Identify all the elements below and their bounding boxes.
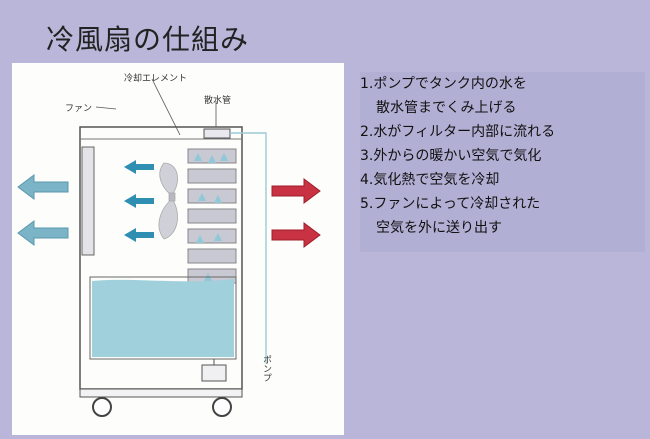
warm-air-arrows	[271, 178, 321, 248]
step-item: 3.外からの暖かい空気で気化	[360, 144, 645, 168]
step-text: 空気を外に送り出す	[376, 220, 502, 236]
step-item: 1.ポンプでタンク内の水を 散水管までくみ上げる	[360, 72, 645, 120]
pump-label: ポンプ	[261, 355, 271, 382]
step-item: 4.気化熱で空気を冷却	[360, 168, 645, 192]
caster-wheel-icon	[92, 397, 232, 417]
step-item: 5.ファンによって冷却された 空気を外に送り出す	[360, 192, 645, 240]
fan-label: ファン	[65, 104, 93, 114]
step-item: 2.水がフィルター内部に流れる	[360, 120, 645, 144]
step-text: 1.ポンプでタンク内の水を	[360, 76, 527, 92]
fan-blade-icon	[158, 162, 178, 240]
diagram-graphic	[17, 78, 321, 417]
page-title: 冷風扇の仕組み	[46, 23, 250, 56]
step-text: 5.ファンによって冷却された	[360, 196, 541, 212]
water-fill	[92, 279, 234, 357]
water-pipe	[203, 128, 231, 139]
cooling-element	[187, 148, 237, 284]
cooling-element-label: 冷却エレメント	[124, 74, 188, 84]
step-text: 4.気化熱で空気を冷却	[360, 172, 500, 188]
cold-air-arrows-inner	[124, 160, 154, 242]
water-drop-icon	[194, 153, 228, 281]
pump-box	[201, 364, 227, 382]
cabinet-base	[79, 388, 243, 398]
louver-panel	[81, 146, 95, 256]
steps-list: 1.ポンプでタンク内の水を 散水管までくみ上げる 2.水がフィルター内部に流れる…	[360, 72, 645, 252]
step-text: 散水管までくみ上げる	[376, 100, 517, 116]
air-cooler-diagram: 冷却エレメント ファン 散水管 ポンプ	[12, 63, 344, 435]
step-text: 2.水がフィルター内部に流れる	[360, 124, 556, 140]
water-pipe-label: 散水管	[204, 96, 232, 106]
pump-return-pipe	[230, 132, 267, 363]
step-text: 3.外からの暖かい空気で気化	[360, 148, 542, 164]
cold-air-arrows-outer	[17, 174, 69, 246]
water-tank-outline	[89, 276, 237, 360]
